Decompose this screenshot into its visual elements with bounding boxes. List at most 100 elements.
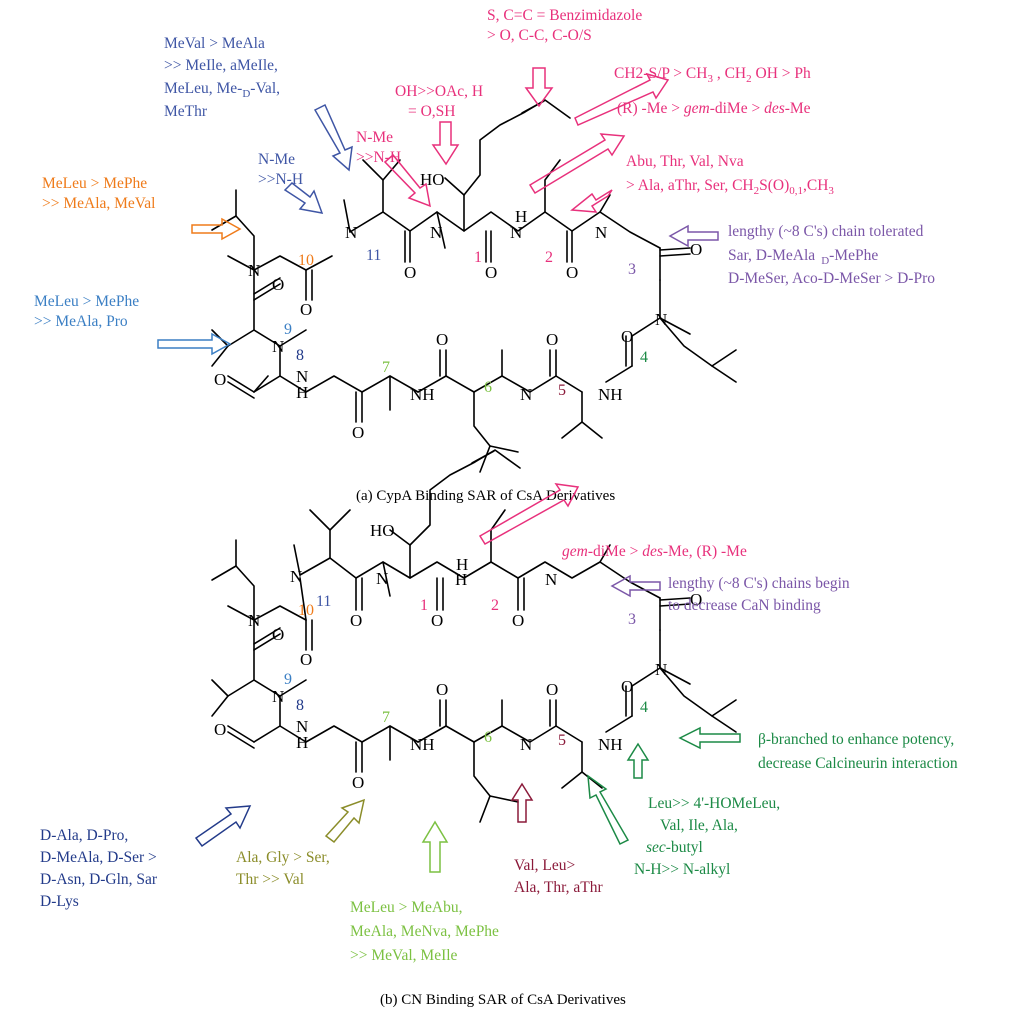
annotations-b: gem-diMe > des-Me, (R) -Me lengthy (~8 C… <box>40 543 958 964</box>
anno-b-val-1: Val, Leu> <box>514 857 575 874</box>
svg-text:N: N <box>376 569 388 588</box>
anno-b-dala-1: D-Ala, D-Pro, <box>40 827 128 844</box>
arrow-b-leu <box>626 742 650 779</box>
anno-lengthy-3: D-MeSer, Aco-D-MeSer > D-Pro <box>728 270 935 287</box>
svg-text:O: O <box>690 240 702 259</box>
svg-text:N: N <box>520 385 532 404</box>
svg-text:HO: HO <box>370 521 395 540</box>
svg-text:N: N <box>345 223 357 242</box>
svg-text:10: 10 <box>298 252 314 269</box>
anno-benz-2: > O, C-C, C-O/S <box>487 27 592 44</box>
anno-b-leu-3: sec-butyl <box>646 839 703 856</box>
arrow-abu <box>570 189 613 213</box>
anno-meleu9-1: MeLeu > MePhe <box>34 293 139 310</box>
anno-abu-2: > Ala, aThr, Ser, CH2S(O)0,1,CH3 <box>626 177 834 197</box>
arrow-meval <box>313 103 353 172</box>
anno-b-meleu-1: MeLeu > MeAbu, <box>350 899 462 916</box>
structure-a <box>211 99 737 473</box>
arrow-meleu10 <box>191 217 242 241</box>
anno-meleu10-2: >> MeAla, MeVal <box>42 195 155 212</box>
arrow-b-val <box>510 782 534 823</box>
anno-ch2: CH2-S/P > CH3 , CH2 OH > Ph <box>614 65 811 85</box>
anno-b-nh: N-H>> N-alkyl <box>634 861 730 878</box>
svg-text:N: N <box>290 567 302 586</box>
svg-text:N: N <box>510 223 522 242</box>
arrow-nme11 <box>283 182 324 214</box>
svg-text:O: O <box>214 720 226 739</box>
anno-b-dala-2: D-MeAla, D-Ser > <box>40 849 157 866</box>
svg-text:N: N <box>272 687 284 706</box>
anno-meleu10-1: MeLeu > MePhe <box>42 175 147 192</box>
svg-text:O: O <box>512 611 524 630</box>
anno-lengthy-1: lengthy (~8 C's) chain tolerated <box>728 223 924 240</box>
anno-b-val-2: Ala, Thr, aThr <box>514 879 603 896</box>
svg-text:N: N <box>430 223 442 242</box>
anno-ohoac-2: = O,SH <box>408 103 456 120</box>
svg-text:8: 8 <box>296 697 304 714</box>
svg-text:O: O <box>352 773 364 792</box>
svg-text:10: 10 <box>298 602 314 619</box>
arrow-lengthy <box>668 224 719 248</box>
svg-text:O: O <box>352 423 364 442</box>
svg-text:7: 7 <box>382 709 390 726</box>
anno-nme1-1: N-Me <box>356 129 393 146</box>
svg-text:O: O <box>272 275 284 294</box>
residue-numbers-b: 1 2 3 4 5 6 7 8 9 10 11 <box>284 593 648 749</box>
arrow-ohoac <box>431 121 460 166</box>
svg-text:H: H <box>515 207 527 226</box>
svg-text:9: 9 <box>284 321 292 338</box>
anno-b-meleu-2: MeAla, MeNva, MePhe <box>350 923 499 940</box>
atoms-b: N N H H N O O O HO O N O NH O N O NH O H… <box>214 521 702 792</box>
svg-text:4: 4 <box>640 699 648 716</box>
annotations-a: S, C=C = Benzimidazole > O, C-C, C-O/S C… <box>34 7 935 330</box>
anno-b-leu-1: Leu>> 4'-HOMeLeu, <box>648 795 780 812</box>
anno-nme1-2: >>N-H <box>356 149 401 166</box>
svg-text:N: N <box>595 223 607 242</box>
arrow-b-beta <box>678 726 741 750</box>
anno-b-gem: gem-diMe > des-Me, (R) -Me <box>562 543 747 560</box>
svg-text:O: O <box>621 327 633 346</box>
svg-text:3: 3 <box>628 611 636 628</box>
svg-text:O: O <box>272 625 284 644</box>
svg-text:11: 11 <box>316 593 331 610</box>
svg-text:5: 5 <box>558 382 566 399</box>
svg-text:NH: NH <box>598 385 623 404</box>
svg-text:2: 2 <box>491 597 499 614</box>
caption-a: (a) CypA Binding SAR of CsA Derivatives <box>356 488 615 504</box>
anno-meval-1: MeVal > MeAla <box>164 35 265 52</box>
anno-meval-2: >> MeIle, aMeIle, <box>164 57 278 74</box>
svg-text:3: 3 <box>628 261 636 278</box>
anno-b-ala-2: Thr >> Val <box>236 871 304 888</box>
anno-b-lengthy-1: lengthy (~8 C's) chains begin <box>668 575 850 592</box>
anno-nme11-2: >>N-H <box>258 171 303 188</box>
arrows-a <box>157 67 719 356</box>
svg-text:1: 1 <box>420 597 428 614</box>
svg-text:H: H <box>296 383 308 402</box>
svg-text:O: O <box>350 611 362 630</box>
anno-abu-1: Abu, Thr, Val, Nva <box>626 153 744 170</box>
anno-rme: (R) -Me > gem-diMe > des-Me <box>617 100 811 117</box>
svg-text:O: O <box>404 263 416 282</box>
anno-b-beta-2: decrease Calcineurin interaction <box>758 755 958 772</box>
anno-b-leu-2: Val, Ile, Ala, <box>660 817 738 834</box>
svg-text:H: H <box>296 733 308 752</box>
svg-text:9: 9 <box>284 671 292 688</box>
svg-text:1: 1 <box>474 249 482 266</box>
svg-text:O: O <box>300 300 312 319</box>
arrow-b-meleu <box>421 820 449 873</box>
svg-text:N: N <box>272 337 284 356</box>
svg-text:2: 2 <box>545 249 553 266</box>
arrow-b-dala <box>194 805 252 848</box>
caption-b: (b) CN Binding SAR of CsA Derivatives <box>380 992 626 1008</box>
arrow-b-gem <box>478 483 580 546</box>
arrow-b-lengthy <box>610 574 661 598</box>
svg-text:O: O <box>214 370 226 389</box>
anno-benz-1: S, C=C = Benzimidazole <box>487 7 642 24</box>
svg-text:O: O <box>546 330 558 349</box>
arrows-b <box>194 483 741 873</box>
svg-text:N: N <box>520 735 532 754</box>
svg-text:N: N <box>296 367 308 386</box>
svg-text:NH: NH <box>410 735 435 754</box>
